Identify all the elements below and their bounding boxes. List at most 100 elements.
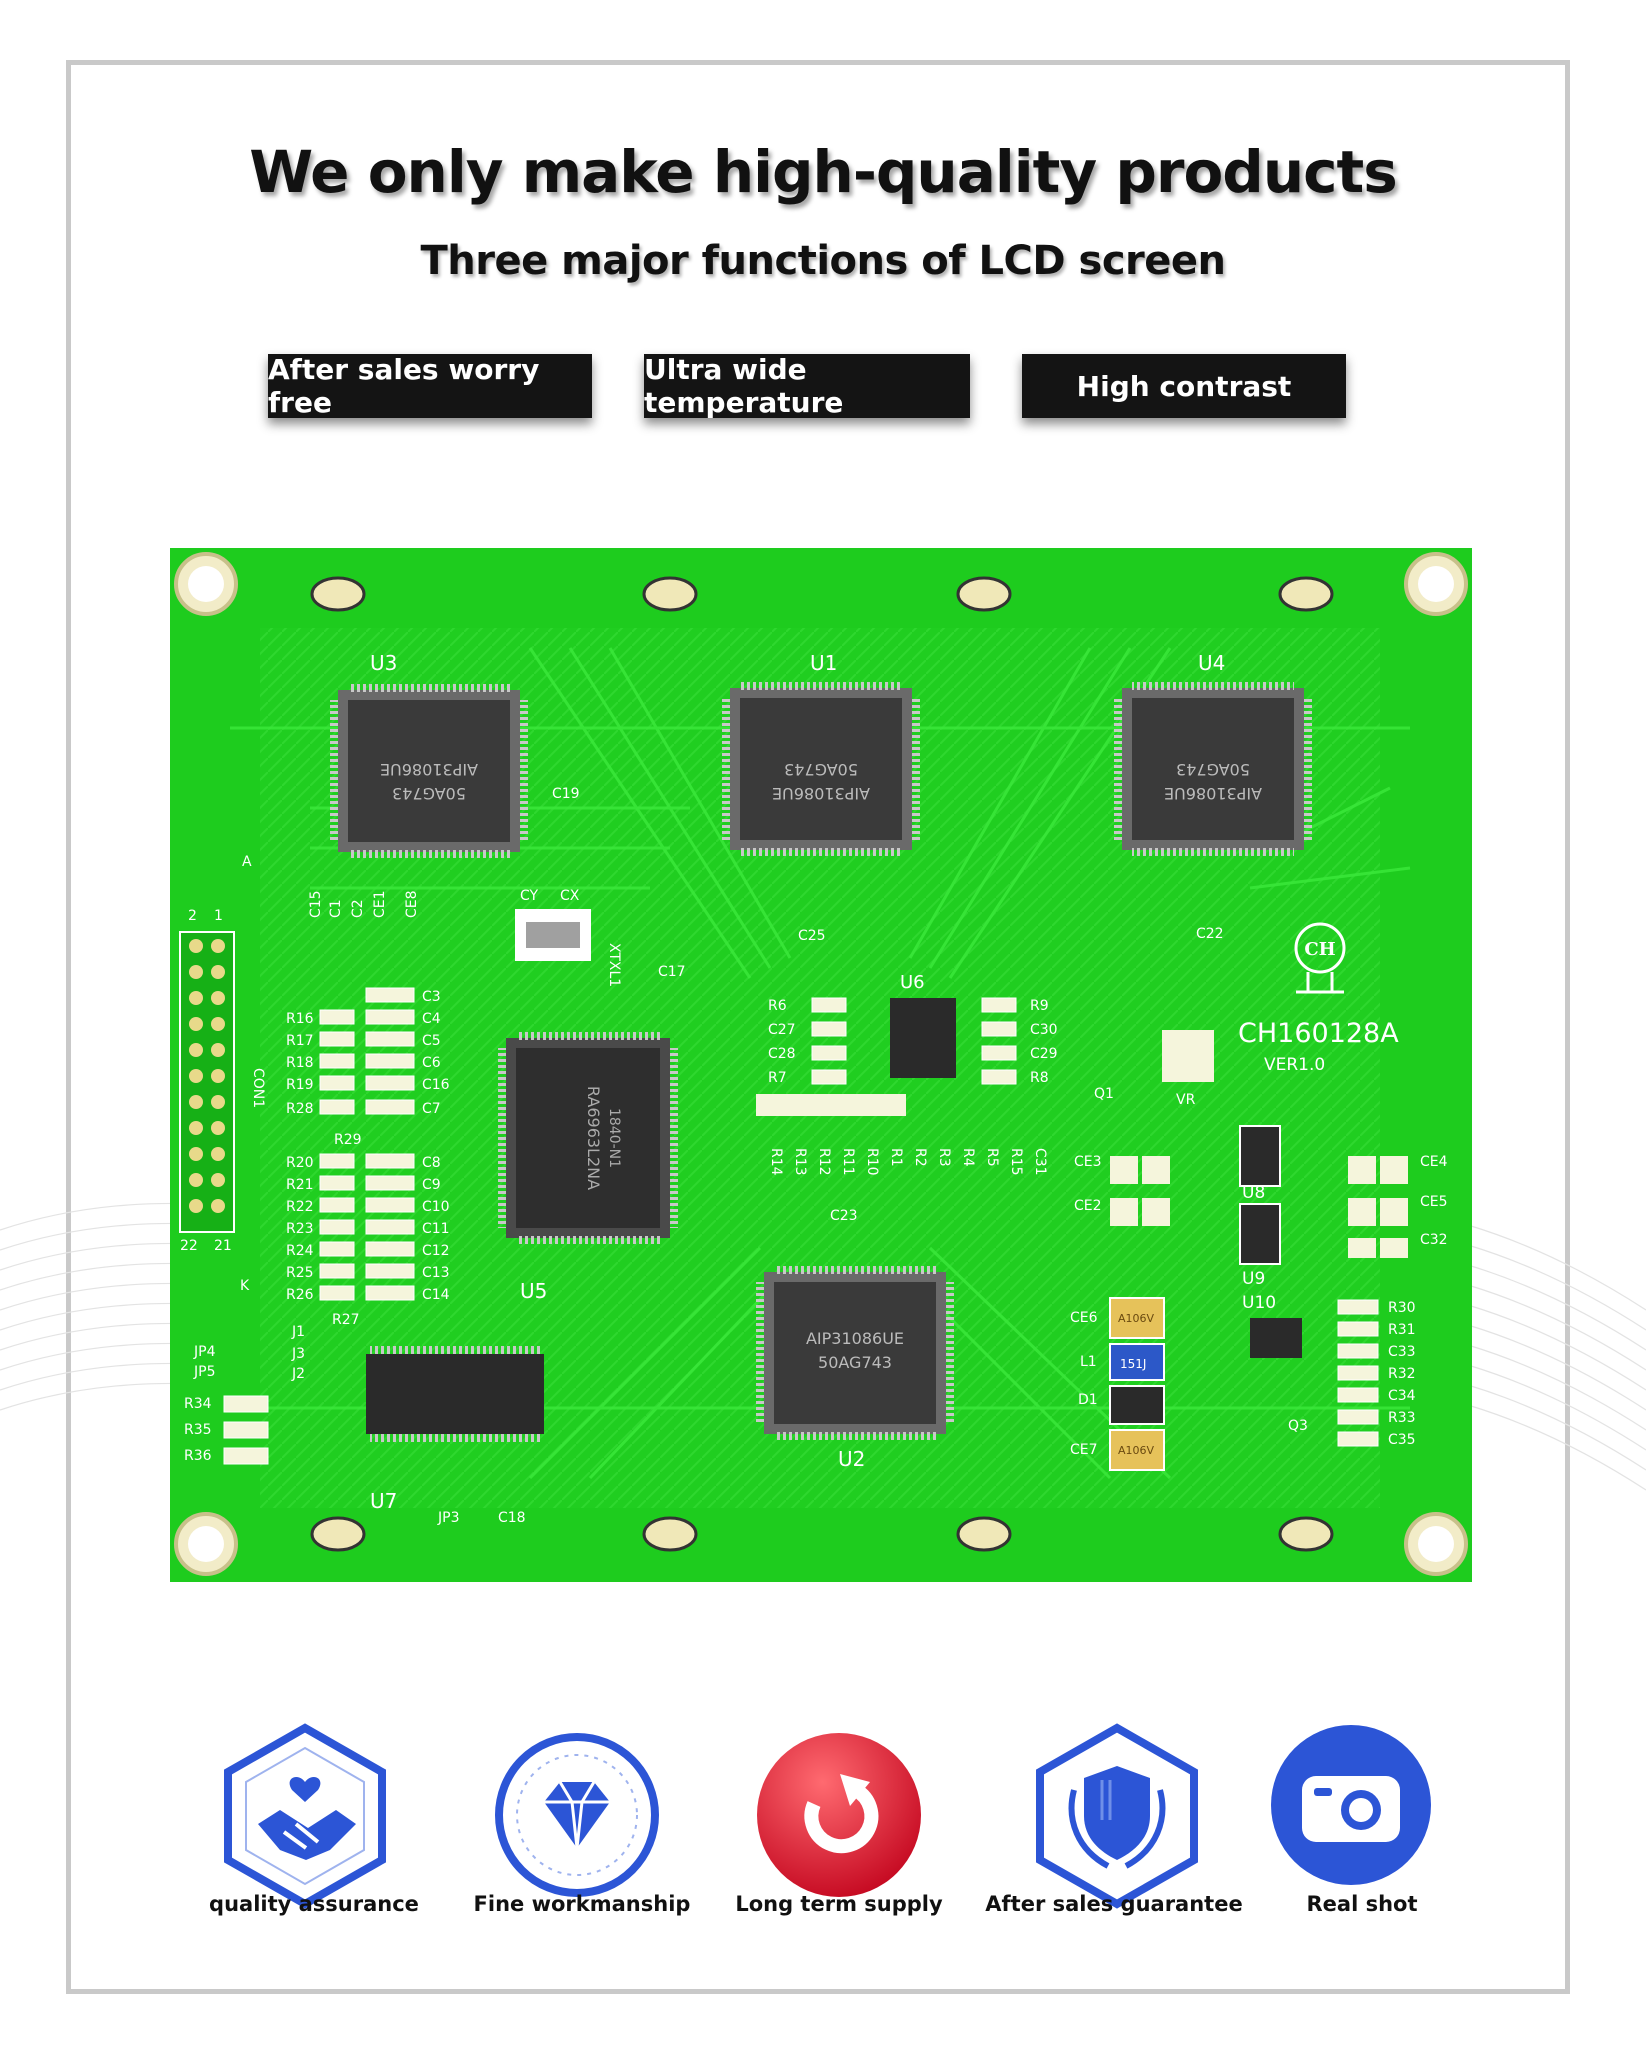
- component-label: C1: [328, 899, 344, 918]
- smd-pad: [811, 1021, 847, 1037]
- component-label: C18: [498, 1510, 526, 1526]
- component-label: Q3: [1288, 1418, 1308, 1434]
- page-subtitle: Three major functions of LCD screen: [420, 238, 1226, 284]
- bottom-left-label: R34: [184, 1396, 212, 1412]
- svg-text:151J: 151J: [1120, 1357, 1146, 1371]
- chip-u8: U8 U9: [1239, 1125, 1281, 1289]
- component-label: CE1: [372, 890, 388, 918]
- capacitor-label: C3: [422, 989, 441, 1005]
- smd-pad: [319, 1285, 355, 1301]
- smd-pad: [319, 1219, 355, 1235]
- svg-text:A106V: A106V: [1118, 1312, 1155, 1325]
- smd-pad: [1337, 1321, 1379, 1337]
- smd-pad: [319, 1263, 355, 1279]
- left-component-labels: R16R17R18R19R28R20R21R22R23R24R25R26C3C4…: [286, 987, 450, 1303]
- u6-right-label: R9: [1030, 998, 1049, 1014]
- component-label: C25: [798, 928, 826, 944]
- svg-text:A106V: A106V: [1118, 1444, 1155, 1457]
- mounting-holes: [174, 552, 1468, 1576]
- page-title: We only make high-quality products: [249, 138, 1397, 206]
- component-label: JP5: [193, 1364, 215, 1380]
- right-side-label: R32: [1388, 1366, 1416, 1382]
- label-u2: U2: [838, 1447, 865, 1471]
- svg-text:CH: CH: [1304, 939, 1335, 960]
- resistor-label: R21: [286, 1177, 314, 1193]
- label-u3: U3: [370, 651, 397, 675]
- u6-right-label: C29: [1030, 1046, 1058, 1062]
- benefit-label-workmanship: Fine workmanship: [473, 1892, 691, 1916]
- resistor-row-label: R12: [816, 1148, 832, 1176]
- feature-badge-contrast: High contrast: [1022, 354, 1346, 418]
- chip-u1: U1 50AG743 AIP31086UE: [722, 651, 920, 856]
- capacitor-label: C12: [422, 1243, 450, 1259]
- resistor-label: R26: [286, 1287, 314, 1303]
- svg-text:21: 21: [214, 1238, 232, 1254]
- benefit-label-guarantee: After sales guarantee: [985, 1892, 1243, 1916]
- smd-pad: [319, 1009, 355, 1025]
- right-side-label: C34: [1388, 1388, 1416, 1404]
- chip-u10: U10: [1242, 1293, 1302, 1358]
- smd-pad: [365, 1219, 415, 1235]
- bottom-left-label: R36: [184, 1448, 212, 1464]
- u6-right-label: R8: [1030, 1070, 1049, 1086]
- board-model: CH160128A: [1238, 1018, 1399, 1049]
- component-label: C2: [350, 899, 366, 918]
- capacitor-label: C16: [422, 1077, 450, 1093]
- svg-text:1: 1: [214, 908, 223, 924]
- capacitor-label: C9: [422, 1177, 441, 1193]
- svg-text:50AG743: 50AG743: [784, 760, 858, 779]
- capacitor-label: C5: [422, 1033, 441, 1049]
- smd-pad: [223, 1447, 269, 1465]
- component-label: C15: [308, 890, 324, 918]
- resistor-label: R19: [286, 1077, 314, 1093]
- u6-left-label: R7: [768, 1070, 787, 1086]
- svg-text:AIP31086UE: AIP31086UE: [1164, 784, 1262, 803]
- svg-text:AIP31086UE: AIP31086UE: [772, 784, 870, 803]
- component-label: C23: [830, 1208, 858, 1224]
- svg-text:50AG743: 50AG743: [392, 784, 466, 803]
- benefit-label-real-shot: Real shot: [1306, 1892, 1418, 1916]
- smd-pad: [1337, 1299, 1379, 1315]
- svg-text:CY: CY: [520, 888, 539, 904]
- label-u6: U6: [900, 972, 925, 993]
- smd-pad: [365, 1175, 415, 1191]
- frame-slots: [310, 576, 1334, 1552]
- capacitor-label: C6: [422, 1055, 441, 1071]
- resistor-label: R23: [286, 1221, 314, 1237]
- smd-pad: [319, 1175, 355, 1191]
- connector-con1: 2 1 22 21 CON1: [179, 908, 266, 1254]
- svg-text:AIP31086UE: AIP31086UE: [380, 760, 478, 779]
- chip-u7: U7: [366, 1346, 544, 1513]
- smd-pad: [319, 1153, 355, 1169]
- smd-pad: [981, 997, 1017, 1013]
- feature-badge-after-sales: After sales worry free: [268, 353, 592, 419]
- u6-left-label: R6: [768, 998, 787, 1014]
- resistor-row-label: R15: [1008, 1148, 1024, 1176]
- component-label: CE7: [1070, 1442, 1098, 1458]
- smd-pad: [319, 1075, 355, 1091]
- component-label: D1: [1078, 1392, 1098, 1408]
- component-label: CE2: [1074, 1198, 1102, 1214]
- resistor-row-label: R4: [960, 1148, 976, 1167]
- right-side-label: C35: [1388, 1432, 1416, 1448]
- component-label: J3: [291, 1346, 305, 1362]
- u6-right-label: C30: [1030, 1022, 1058, 1038]
- label-u10: U10: [1242, 1293, 1276, 1313]
- label-u7: U7: [370, 1489, 397, 1513]
- resistor-label: R18: [286, 1055, 314, 1071]
- component-label: CE8: [404, 890, 420, 918]
- capacitor-label: C4: [422, 1011, 441, 1027]
- svg-text:CON1: CON1: [250, 1068, 266, 1108]
- component-label: CE4: [1420, 1154, 1448, 1170]
- component-label: C19: [552, 786, 580, 802]
- resistor-row-label: R5: [984, 1148, 1000, 1167]
- svg-text:50AG743: 50AG743: [818, 1353, 892, 1372]
- resistor-row-label: R3: [936, 1148, 952, 1167]
- capacitor-label: C10: [422, 1199, 450, 1215]
- component-label: C17: [658, 964, 686, 980]
- smd-pad: [1337, 1365, 1379, 1381]
- smd-pad: [319, 1099, 355, 1115]
- capacitor-label: C7: [422, 1101, 441, 1117]
- component-label: Q1: [1094, 1086, 1114, 1102]
- smd-pad: [811, 1045, 847, 1061]
